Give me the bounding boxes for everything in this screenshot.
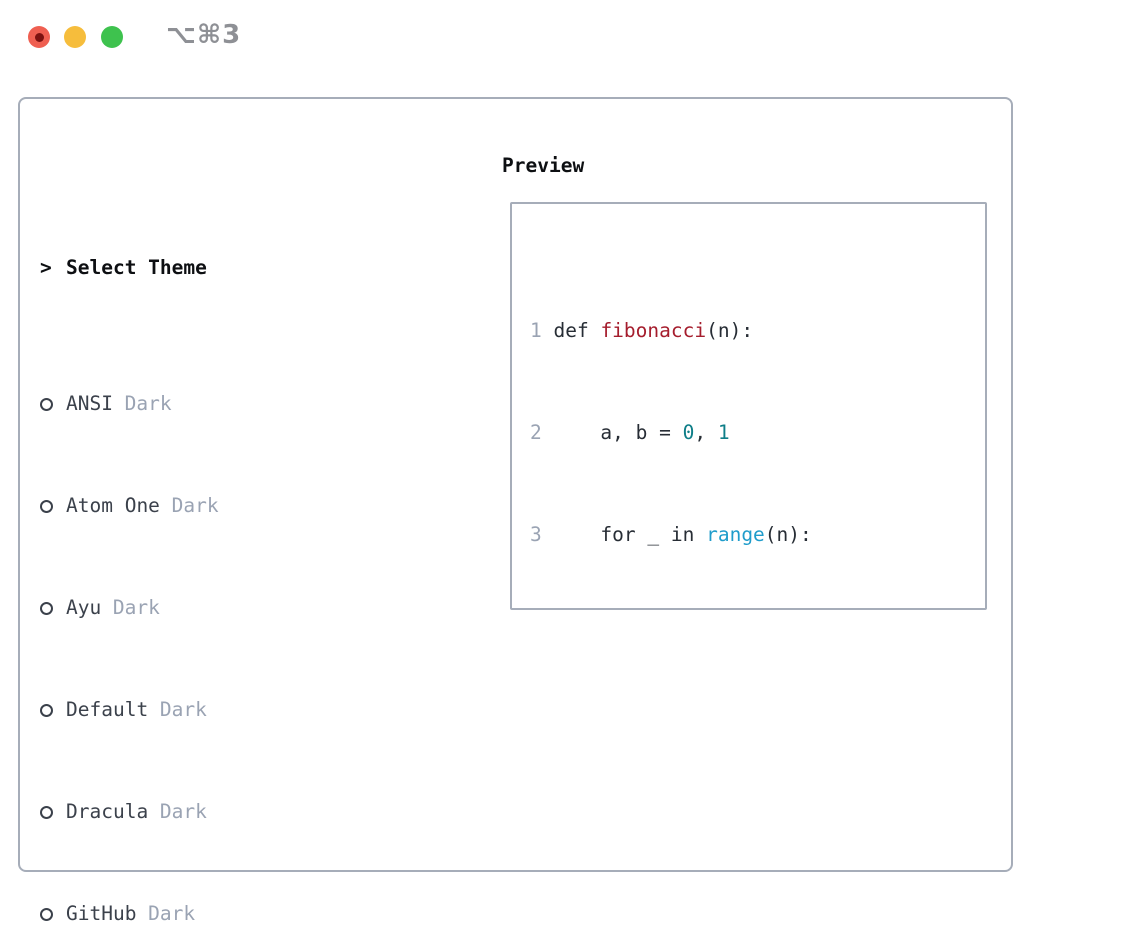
- theme-list-title: Select Theme: [66, 256, 207, 279]
- radio-unselected-icon: [40, 601, 66, 615]
- close-button[interactable]: [28, 26, 50, 48]
- theme-list-header-row: > Select Theme: [40, 251, 369, 285]
- zoom-button[interactable]: [101, 26, 123, 48]
- radio-unselected-icon: [40, 703, 66, 717]
- minimize-button[interactable]: [64, 26, 86, 48]
- code-line: 2 a, b = 0, 1: [530, 421, 730, 444]
- close-dot-icon: [34, 32, 44, 42]
- radio-unselected-icon: [40, 805, 66, 819]
- preview-title: Preview: [502, 154, 585, 177]
- radio-unselected-icon: [40, 397, 66, 411]
- radio-unselected-icon: [40, 907, 66, 921]
- window-title: ⌥⌘3: [166, 20, 242, 50]
- title-bar: ⌥⌘3: [0, 0, 1140, 60]
- radio-unselected-icon: [40, 499, 66, 513]
- code-line: 3 for _ in range(n):: [530, 523, 812, 546]
- focus-prompt-icon: >: [40, 256, 52, 279]
